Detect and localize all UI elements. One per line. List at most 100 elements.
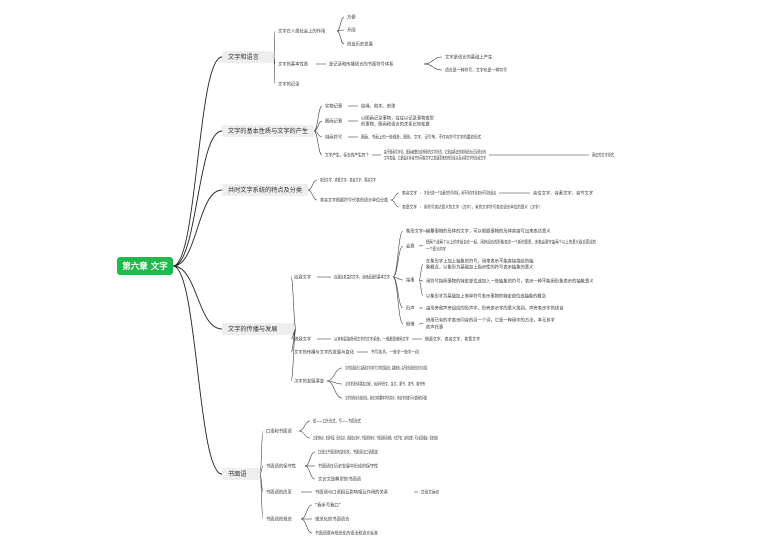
- detail-label: 音位文字、音素文字、音节文字: [533, 190, 593, 197]
- connector-line: [172, 130, 223, 267]
- connector-line: [423, 63, 443, 71]
- connector-line: [392, 276, 404, 281]
- detail-label: 表意文字: [402, 204, 417, 211]
- main-topic-node[interactable]: [222, 468, 260, 480]
- detail-label: 用符号表达意义的文字（汉字），有的文字符号表达语言单位的意义（汉字）: [424, 204, 542, 211]
- subtopic-label: 汉字的发展演变: [294, 378, 325, 385]
- connector-line: [392, 230, 404, 278]
- connector-line: [418, 323, 424, 325]
- connector-line: [313, 120, 323, 132]
- detail-label: 由于图画文字化，图画被整合成常用的文字形式，它是由真正的和用语言记录语言的: [384, 149, 486, 156]
- detail-label: 描摹事物的形体的文字，可以根据事物的形体直接写出来表达意义: [426, 228, 551, 235]
- subtopic-label: 借源文字: [294, 336, 311, 343]
- detail-label: 借用已有的字表示同音的另一个词，它是一种用字的方法，本无其字: [426, 317, 555, 324]
- main-topic-label: 文字的传播与发展: [228, 325, 278, 333]
- connector-line: [307, 189, 318, 201]
- connector-line: [172, 265, 223, 475]
- connector-line: [300, 518, 313, 534]
- connector-line: [304, 451, 316, 467]
- detail-label: 由形旁和声旁组成的形声字，形旁表示字的意义类别，声旁表示字的读音: [426, 305, 564, 312]
- connector-line: [313, 105, 323, 132]
- subtopic-label: 书面语的改革: [266, 489, 292, 496]
- subtopic-label: 口语和书面语: [266, 428, 292, 435]
- connector-line: [300, 504, 313, 520]
- connector-line: [298, 430, 311, 439]
- detail-label: 书面语在历史发展中形成的保守性: [318, 463, 379, 470]
- detail-label: 真正的文字形式: [592, 152, 615, 159]
- detail-label: 创造历史发展: [347, 41, 373, 48]
- subtopic-label: 刻画符号: [325, 134, 342, 141]
- connector-line: [418, 263, 424, 281]
- connector-line: [298, 420, 311, 432]
- detail-label: 口语的特点：表情丰富，语言生动，语调变化多样；书面语的特点：书面语用词准确，句式…: [313, 435, 438, 442]
- connector-line: [290, 276, 297, 330]
- connector-line: [313, 130, 323, 156]
- connector-line: [336, 29, 345, 32]
- subtopic-label: 自源文字: [294, 274, 311, 281]
- detail-label: 书写技术，一些字一些字一段: [371, 349, 420, 356]
- detail-label: 的事物，图画和语言的关系比较松散: [361, 121, 430, 128]
- connector-line: [423, 56, 443, 65]
- connector-line: [273, 56, 276, 85]
- connector-line: [326, 380, 343, 385]
- connector-line: [326, 380, 343, 399]
- connector-line: [390, 199, 400, 208]
- main-topic-node[interactable]: [222, 323, 296, 335]
- detail-label: 以图画记录事物，往往以记录事物类型: [361, 115, 435, 122]
- subtopic-label: 文字产生，标志的产生四个: [325, 152, 370, 159]
- connector-line: [172, 189, 223, 267]
- detail-label: 象形文字: [406, 228, 423, 235]
- detail-label: 字母代表一个音素的符号体系，用不同的字母表示不同的语音: [424, 190, 496, 197]
- detail-label: 结绳、刻木、串珠: [361, 103, 396, 110]
- detail-label: 形声: [406, 305, 415, 312]
- main-topic-label: 共时文字系统的特点及分类: [228, 186, 302, 194]
- detail-label: 开阔: [347, 27, 356, 34]
- detail-label: 用符号指明事物的特定部位或加入一些抽象的符号，表示一种不能用形象表示的抽象意义: [426, 278, 594, 285]
- connector-line: [172, 56, 223, 267]
- detail-label: 规范化的书面语言: [315, 516, 350, 523]
- detail-label: 以象形字为基础加上简单符号表示事物的特定部位或抽象的概念: [426, 293, 547, 300]
- connector-line: [418, 279, 424, 297]
- main-topic-node[interactable]: [222, 184, 308, 196]
- detail-label: 汉字的发展经历了由图画文字向符号文字的发展变化，由繁趋简，由不规范向规范化的方向…: [345, 365, 427, 372]
- main-topic-label: 书面语: [228, 470, 247, 478]
- subtopic-label: 书面语的规范: [266, 516, 292, 523]
- detail-label: 从其他民族借用文字的文字系统，一般都是借用文字: [334, 336, 409, 343]
- connector-line: [259, 473, 264, 520]
- detail-label: 会意: [406, 243, 415, 250]
- connector-line: [313, 130, 323, 138]
- connector-line: [392, 245, 404, 278]
- subtopic-label: 文字的记录: [278, 81, 300, 88]
- connector-line: [392, 276, 404, 309]
- detail-label: 指事: [406, 277, 415, 284]
- subtopic-label: 书面语的保守性: [266, 463, 297, 470]
- main-topic-node[interactable]: [222, 125, 314, 137]
- detail-label: 自源自发生的文字，当地起源的基本文字: [334, 274, 390, 281]
- main-topic-node[interactable]: [222, 51, 274, 63]
- subtopic-label: 文字的基本性质: [278, 61, 309, 68]
- detail-label: 书面语与口语相互影响相互作用的关系: [315, 489, 389, 496]
- main-topic-label: 文字的基本性质与文字的产生: [228, 127, 308, 135]
- detail-label: “我手写我口”: [315, 502, 341, 509]
- detail-label: 方便: [347, 14, 356, 21]
- subtopic-label: 实物记事: [325, 103, 343, 110]
- connector-line: [336, 16, 345, 32]
- detail-label: 汉字的形体演变过程，包括甲骨文、金文、篆书、隶书、楷书等: [345, 381, 425, 388]
- detail-label: 口语比书面语的变化快，书面语比口语稳定: [318, 449, 379, 456]
- connector-line: [172, 265, 223, 330]
- detail-label: 汉字的简化与规范化，简化字和繁体字的并存，简化字的推行与使用的问题: [345, 395, 427, 402]
- connector-line: [259, 430, 264, 475]
- subtopic-label: 文字在人类社会上的作用: [278, 28, 325, 35]
- detail-label: 书面语要有规范化的语法和语言标准: [315, 530, 379, 537]
- detail-label: 说——口头形式，写——书面形式: [313, 418, 362, 425]
- connector-line: [304, 465, 316, 480]
- root-node[interactable]: [117, 257, 173, 275]
- detail-label: 把两个或两个以上的字组合在一起，用其组合的形象表达一个新的意思，多数会意字由两个…: [426, 239, 596, 246]
- connector-line: [273, 30, 276, 58]
- detail-label: 表音文字: [402, 190, 417, 197]
- detail-label: 图画、书画上的一些线条、图形、文字、记号等，不仅有符号文字的最初形式: [361, 134, 482, 141]
- subtopic-label: 表音文字根据符号代表的语言单位分类: [320, 197, 389, 204]
- detail-label: 依声托事: [426, 324, 444, 331]
- detail-label: 白话文运动: [421, 489, 440, 496]
